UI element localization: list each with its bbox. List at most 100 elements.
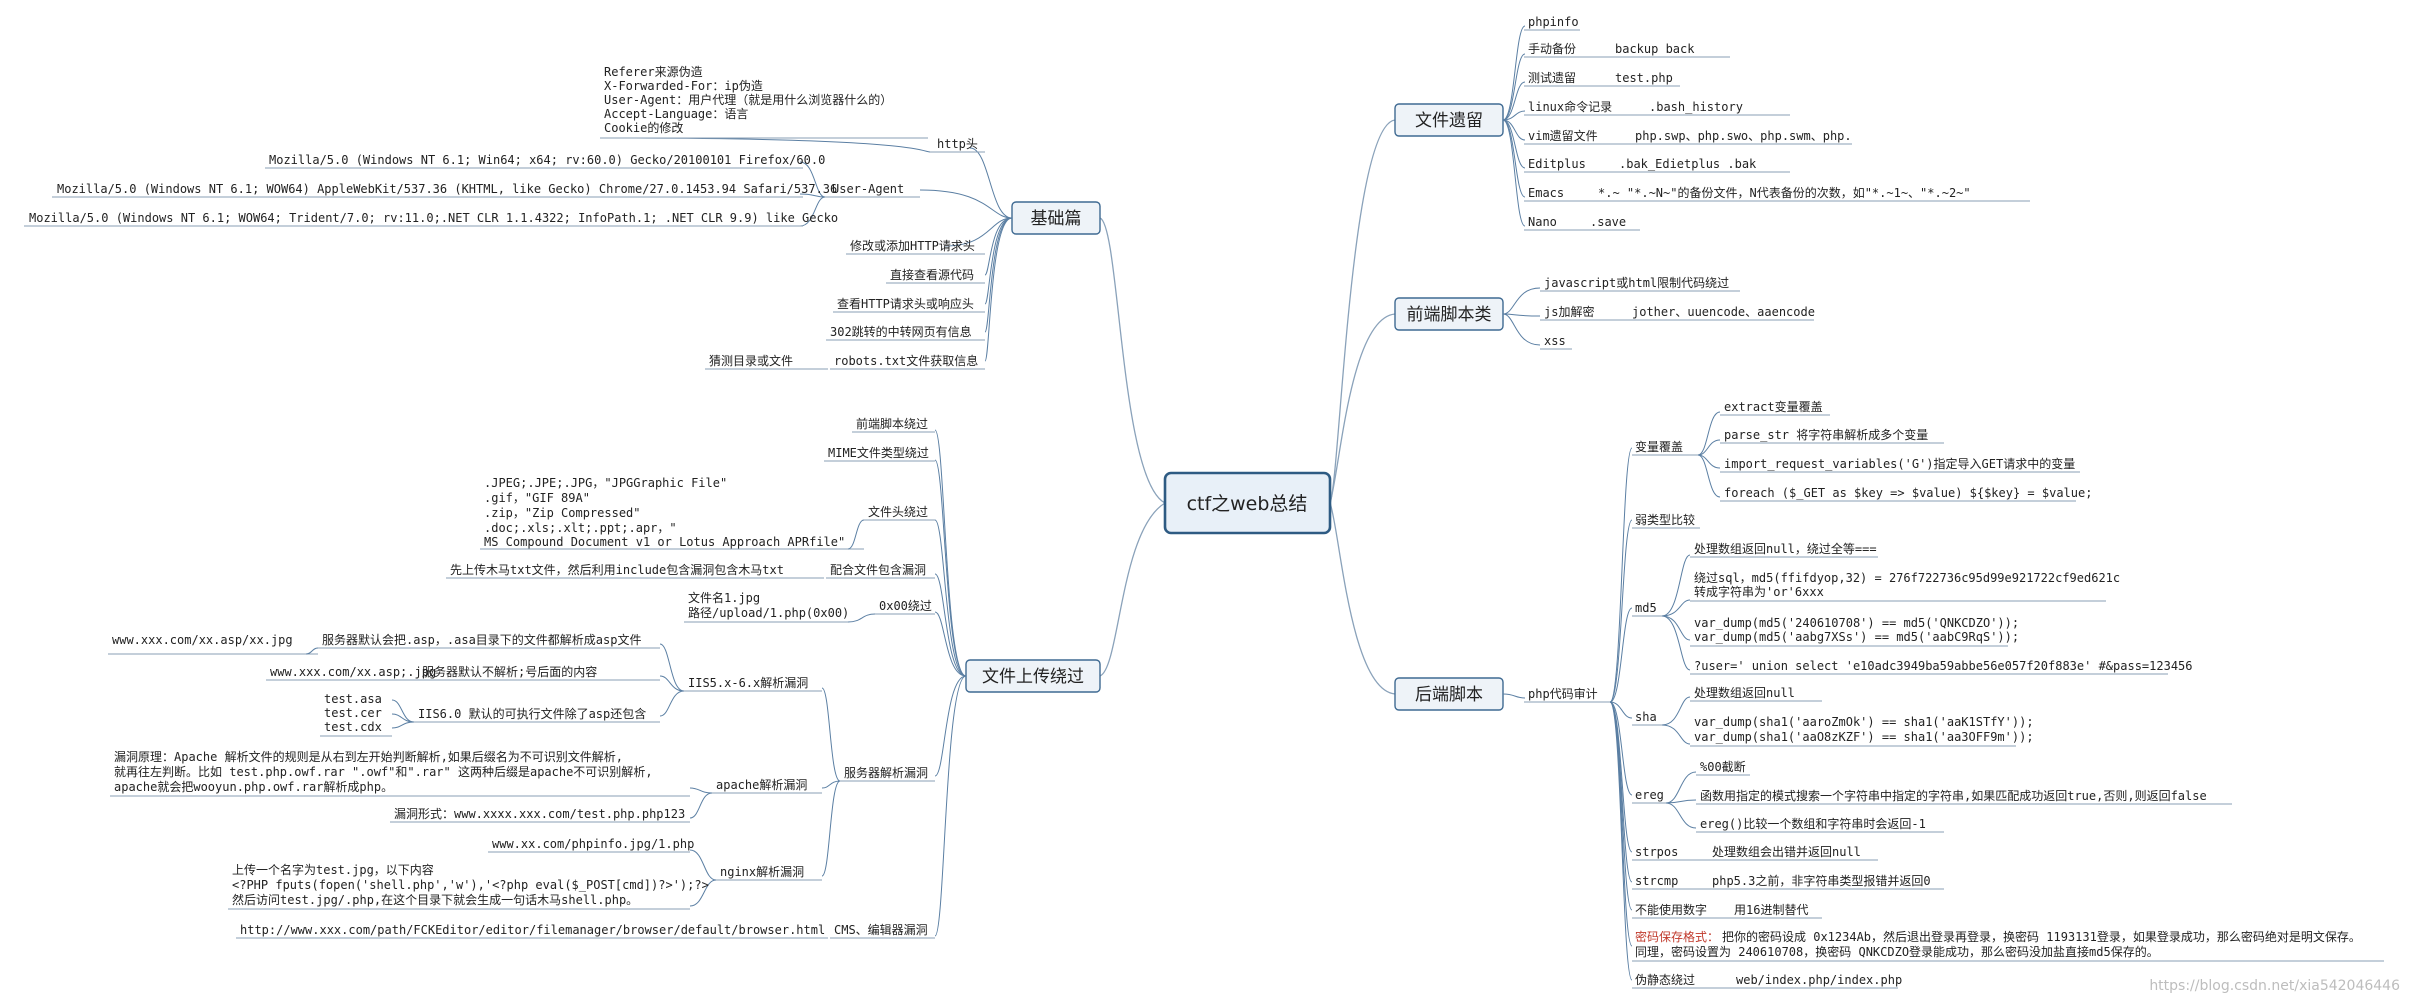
md5-item: var_dump(md5('240610708') == md5('QNKCDZ…	[1694, 616, 2019, 630]
leak-value: .bash_history	[1649, 100, 1743, 114]
iis6-item: test.cdx	[324, 720, 382, 734]
var-item: extract变量覆盖	[1724, 399, 1823, 414]
upload-x00: 0x00绕过	[879, 599, 932, 613]
filehead-item: .gif，"GIF 89A"	[484, 491, 590, 505]
md5-item: 转成字符串为'or'6xxx	[1694, 584, 1824, 599]
topic-basic[interactable]: 基础篇	[1011, 201, 1101, 235]
http-head-item: Accept-Language：语言	[604, 107, 748, 121]
upload-server: 服务器解析漏洞	[844, 765, 928, 780]
sha-item: var_dump(sha1('aaO8zKZF') == sha1('aa3OF…	[1694, 730, 2034, 744]
topic-back[interactable]: 后端脚本	[1394, 677, 1504, 711]
upload-mime: MIME文件类型绕过	[828, 445, 929, 460]
leak-key: Nano	[1528, 215, 1557, 229]
apache-desc: 就再往左判断。比如 test.php.owf.rar ".owf"和".rar"…	[114, 764, 653, 779]
back-branch: php代码审计 变量覆盖 extract变量覆盖 parse_str 将字符串解…	[1502, 399, 2384, 989]
apache-label: apache解析漏洞	[716, 778, 807, 792]
basic-item: 直接查看源代码	[890, 267, 974, 282]
upload-cms: CMS、编辑器漏洞	[834, 922, 928, 937]
back-sha: sha	[1635, 710, 1657, 724]
var-item: parse_str 将字符串解析成多个变量	[1724, 427, 1928, 442]
http-head-item: Referer来源伪造	[604, 65, 703, 79]
nginx-url: www.xx.com/phpinfo.jpg/1.php	[492, 837, 694, 851]
upload-filehead: 文件头绕过	[868, 504, 928, 519]
apache-desc: apache就会把wooyun.php.owf.rar解析成php。	[114, 780, 393, 794]
back-weak: 弱类型比较	[1635, 512, 1695, 527]
strpos-value: 处理数组会出错并返回null	[1712, 844, 1861, 859]
back-strpos: strpos	[1635, 845, 1678, 859]
ua-item: Mozilla/5.0 (Windows NT 6.1; WOW64) Appl…	[57, 182, 837, 196]
md5-item: 处理数组返回null，绕过全等===	[1694, 541, 1877, 556]
nodigit-value: 用16进制替代	[1734, 903, 1808, 917]
filehead-item: MS Compound Document v1 or Lotus Approac…	[484, 535, 845, 549]
pwd-line: 同理，密码设置为 240610708，换密码 QNKCDZO登录能成功，那么密码…	[1635, 944, 2159, 959]
http-head-item: X-Forwarded-For：ip伪造	[604, 79, 763, 93]
leak-value: php.swp、php.swo、php.swm、php.	[1635, 129, 1852, 143]
http-head-item: Cookie的修改	[604, 120, 683, 135]
back-md5: md5	[1635, 601, 1657, 615]
nginx-desc: <?PHP fputs(fopen('shell.php','w'),'<?ph…	[232, 878, 709, 892]
ereg-item: 函数用指定的模式搜索一个字符串中指定的字符串,如果匹配成功返回true,否则,则…	[1700, 788, 2207, 803]
ua-item: Mozilla/5.0 (Windows NT 6.1; Win64; x64;…	[269, 153, 825, 167]
pseudo-value: web/index.php/index.php	[1736, 973, 1902, 987]
front-xss: xss	[1544, 334, 1566, 348]
md5-item: ?user=' union select 'e10adc3949ba59abbe…	[1694, 659, 2193, 673]
back-nodigit: 不能使用数字	[1635, 902, 1707, 917]
back-var: 变量覆盖	[1635, 439, 1683, 454]
watermark: https://blog.csdn.net/xia542046446	[2149, 978, 2400, 994]
basic-branch: http头 Referer来源伪造 X-Forwarded-For：ip伪造 U…	[24, 65, 1013, 370]
leak-key: phpinfo	[1528, 15, 1579, 29]
front-js-bypass: javascript或html限制代码绕过	[1544, 276, 1729, 290]
x00-item: 路径/upload/1.php(0x00)	[688, 605, 849, 620]
upload-include: 配合文件包含漏洞	[830, 562, 926, 577]
iis-label: IIS5.x-6.x解析漏洞	[688, 676, 808, 690]
iis-item-url: www.xxx.com/xx.asp;.jpg	[270, 665, 436, 679]
nginx-desc: 然后访问test.jpg/.php,在这个目录下就会生成一句话木马shell.p…	[232, 892, 638, 907]
back-strcmp: strcmp	[1635, 874, 1678, 888]
back-pseudo: 伪静态绕过	[1635, 973, 1695, 987]
md5-item: var_dump(md5('aabg7XSs') == md5('aabC9Rq…	[1694, 630, 2019, 644]
leak-key: 手动备份	[1528, 42, 1576, 56]
topic-leak[interactable]: 文件遗留	[1394, 103, 1504, 137]
nginx-desc: 上传一个名字为test.jpg，以下内容	[232, 862, 434, 877]
root-label: ctf之web总结	[1187, 493, 1308, 515]
sha-item: 处理数组返回null	[1694, 685, 1795, 700]
nginx-label: nginx解析漏洞	[720, 865, 804, 879]
filehead-item: .JPEG;.JPE;.JPG，"JPGGraphic File"	[484, 476, 727, 490]
leak-value: .bak_Edietplus .bak	[1619, 157, 1757, 171]
var-item: foreach ($_GET as $key => $value) ${$key…	[1724, 486, 2092, 500]
root-node[interactable]: ctf之web总结	[1163, 471, 1332, 535]
apache-form: 漏洞形式：www.xxxx.xxx.com/test.php.php123	[394, 807, 685, 821]
pwd-label: 密码保存格式：	[1635, 929, 1719, 944]
robots-note: 猜测目录或文件	[709, 353, 793, 368]
http-head-items: Referer来源伪造 X-Forwarded-For：ip伪造 User-Ag…	[604, 65, 892, 135]
strcmp-value: php5.3之前，非字符串类型报错并返回0	[1712, 873, 1931, 888]
iis6-item: test.cer	[324, 706, 382, 720]
ua-item: Mozilla/5.0 (Windows NT 6.1; WOW64; Trid…	[29, 211, 838, 225]
iis-item-url: www.xxx.com/xx.asp/xx.jpg	[112, 633, 293, 647]
basic-item: 302跳转的中转网页有信息	[830, 324, 972, 339]
pwd-line: 把你的密码设成 0x1234Ab，然后退出登录再登录，换密码 1193131登录…	[1722, 929, 2361, 944]
iis-item-desc: 服务器默认不解析;号后面的内容	[422, 664, 597, 679]
leak-key: linux命令记录	[1528, 99, 1612, 114]
iis6-item: test.asa	[324, 692, 382, 706]
front-branch: javascript或html限制代码绕过 js加解密 jother、uuenc…	[1502, 276, 1815, 350]
basic-item: 修改或添加HTTP请求头	[850, 238, 975, 253]
md5-item: 绕过sql，md5(ffifdyop,32) = 276f722736c95d9…	[1694, 571, 2120, 585]
leak-value: .save	[1590, 215, 1626, 229]
topic-upload[interactable]: 文件上传绕过	[965, 659, 1101, 693]
svg-text:文件遗留: 文件遗留	[1415, 111, 1483, 131]
ereg-item: %00截断	[1700, 759, 1746, 774]
ereg-item: ereg()比较一个数组和字符串时会返回-1	[1700, 816, 1926, 831]
svg-text:文件上传绕过: 文件上传绕过	[982, 667, 1084, 687]
cms-url: http://www.xxx.com/path/FCKEditor/editor…	[240, 923, 825, 937]
leak-key: Emacs	[1528, 186, 1564, 200]
include-note: 先上传木马txt文件，然后利用include包含漏洞包含木马txt	[450, 562, 784, 577]
back-ereg: ereg	[1635, 788, 1664, 802]
leak-value: *.~ "*.~N~"的备份文件，N代表备份的次数，如"*.~1~、"*.~2~…	[1598, 185, 1971, 200]
back-audit: php代码审计	[1528, 686, 1598, 701]
x00-item: 文件名1.jpg	[688, 590, 760, 605]
filehead-item: .zip，"Zip Compressed"	[484, 506, 641, 520]
topic-front[interactable]: 前端脚本类	[1394, 297, 1504, 331]
trunk-connectors	[1099, 119, 1396, 695]
